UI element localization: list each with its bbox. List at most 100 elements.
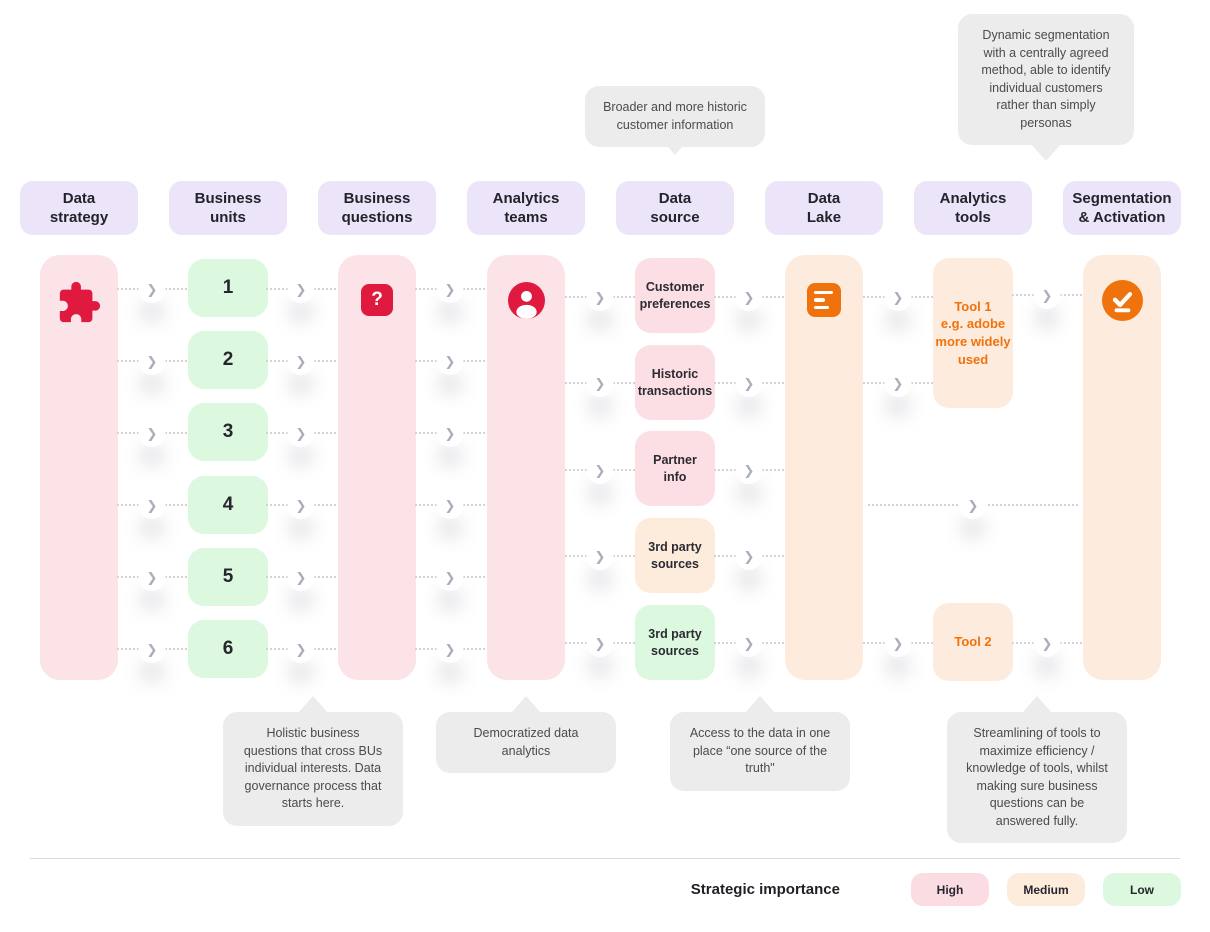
flow-connector: ❯ <box>565 630 635 657</box>
chevron-right-icon: ❯ <box>586 370 614 397</box>
question-mark-icon: ? <box>361 284 393 316</box>
legend-pill-medium: Medium <box>1007 873 1085 906</box>
flow-connector: ❯ <box>117 492 187 519</box>
column-header-analytics-tools: Analytics tools <box>914 181 1032 235</box>
column-header-segmentation-activation: Segmentation & Activation <box>1063 181 1181 235</box>
flow-connector: ❯ <box>863 630 933 657</box>
callout-data-lake-tail <box>670 696 850 722</box>
chevron-right-icon: ❯ <box>1033 630 1061 657</box>
chevron-right-icon: ❯ <box>287 276 315 303</box>
person-icon <box>507 282 545 324</box>
flow-connector: ❯ <box>714 457 784 484</box>
flow-connector: ❯ <box>868 492 1078 519</box>
data-source-box: 3rd party sources <box>635 605 715 680</box>
data-source-box: Customer preferences <box>635 258 715 333</box>
column-header-data-strategy: Data strategy <box>20 181 138 235</box>
data-lake-column <box>785 255 863 680</box>
chevron-right-icon: ❯ <box>735 284 763 311</box>
data-source-box: 3rd party sources <box>635 518 715 593</box>
flow-connector: ❯ <box>1012 282 1082 309</box>
chevron-right-icon: ❯ <box>287 420 315 447</box>
flow-connector: ❯ <box>117 348 187 375</box>
chevron-right-icon: ❯ <box>586 630 614 657</box>
check-icon <box>1101 280 1143 326</box>
flow-connector: ❯ <box>565 370 635 397</box>
flow-connector: ❯ <box>863 370 933 397</box>
chevron-right-icon: ❯ <box>1033 282 1061 309</box>
chevron-right-icon: ❯ <box>586 457 614 484</box>
business-unit-box: 2 <box>188 331 268 389</box>
chevron-right-icon: ❯ <box>436 276 464 303</box>
chevron-right-icon: ❯ <box>884 284 912 311</box>
chevron-right-icon: ❯ <box>138 564 166 591</box>
flow-connector: ❯ <box>714 543 784 570</box>
business-unit-box: 5 <box>188 548 268 606</box>
callout-business-questions-tail <box>223 696 403 722</box>
flow-connector: ❯ <box>714 284 784 311</box>
business-unit-box: 3 <box>188 403 268 461</box>
flow-connector: ❯ <box>565 457 635 484</box>
callout-segmentation: Dynamic segmentation with a centrally ag… <box>958 14 1134 145</box>
business-unit-box: 1 <box>188 259 268 317</box>
flow-connector: ❯ <box>415 564 485 591</box>
document-lines-icon <box>807 283 841 317</box>
flow-connector: ❯ <box>117 420 187 447</box>
tool-1-box: Tool 1 e.g. adobe more widely used <box>933 258 1013 408</box>
column-header-data-source: Data source <box>616 181 734 235</box>
chevron-right-icon: ❯ <box>735 370 763 397</box>
chevron-right-icon: ❯ <box>586 543 614 570</box>
flow-connector: ❯ <box>565 284 635 311</box>
flow-connector: ❯ <box>863 284 933 311</box>
flow-connector: ❯ <box>415 348 485 375</box>
callout-data-source: Broader and more historic customer infor… <box>585 86 765 147</box>
column-header-data-lake: Data Lake <box>765 181 883 235</box>
chevron-right-icon: ❯ <box>138 492 166 519</box>
chevron-right-icon: ❯ <box>436 492 464 519</box>
chevron-right-icon: ❯ <box>287 348 315 375</box>
callout-data-lake: Access to the data in one place “one sou… <box>670 712 850 791</box>
chevron-right-icon: ❯ <box>138 348 166 375</box>
callout-business-questions: Holistic business questions that cross B… <box>223 712 403 826</box>
legend-pill-low: Low <box>1103 873 1181 906</box>
chevron-right-icon: ❯ <box>436 348 464 375</box>
chevron-right-icon: ❯ <box>138 276 166 303</box>
legend-divider <box>30 858 1180 859</box>
flow-connector: ❯ <box>266 276 336 303</box>
analytics-teams-column <box>487 255 565 680</box>
flow-connector: ❯ <box>714 630 784 657</box>
flow-connector: ❯ <box>714 370 784 397</box>
callout-segmentation-tail <box>958 14 1134 161</box>
chevron-right-icon: ❯ <box>436 564 464 591</box>
chevron-right-icon: ❯ <box>138 636 166 663</box>
flow-connector: ❯ <box>415 636 485 663</box>
chevron-right-icon: ❯ <box>287 636 315 663</box>
callout-analytics-teams-tail <box>436 696 616 722</box>
chevron-right-icon: ❯ <box>287 492 315 519</box>
chevron-right-icon: ❯ <box>884 370 912 397</box>
chevron-right-icon: ❯ <box>436 636 464 663</box>
chevron-right-icon: ❯ <box>959 492 987 519</box>
flow-connector: ❯ <box>415 276 485 303</box>
flow-connector: ❯ <box>415 492 485 519</box>
column-header-business-units: Business units <box>169 181 287 235</box>
column-header-business-questions: Business questions <box>318 181 436 235</box>
tool-2-box: Tool 2 <box>933 603 1013 681</box>
callout-analytics-teams: Democratized data analytics <box>436 712 616 773</box>
chevron-right-icon: ❯ <box>586 284 614 311</box>
column-header-analytics-teams: Analytics teams <box>467 181 585 235</box>
chevron-right-icon: ❯ <box>735 630 763 657</box>
data-source-box: Historic transactions <box>635 345 715 420</box>
legend-pill-high: High <box>911 873 989 906</box>
chevron-right-icon: ❯ <box>436 420 464 447</box>
flow-connector: ❯ <box>266 420 336 447</box>
flow-connector: ❯ <box>266 564 336 591</box>
flow-connector: ❯ <box>1012 630 1082 657</box>
chevron-right-icon: ❯ <box>287 564 315 591</box>
flow-connector: ❯ <box>266 348 336 375</box>
legend-title: Strategic importance <box>690 881 840 898</box>
callout-data-source-tail <box>585 86 765 155</box>
business-unit-box: 6 <box>188 620 268 678</box>
flow-connector: ❯ <box>117 636 187 663</box>
flow-connector: ❯ <box>565 543 635 570</box>
